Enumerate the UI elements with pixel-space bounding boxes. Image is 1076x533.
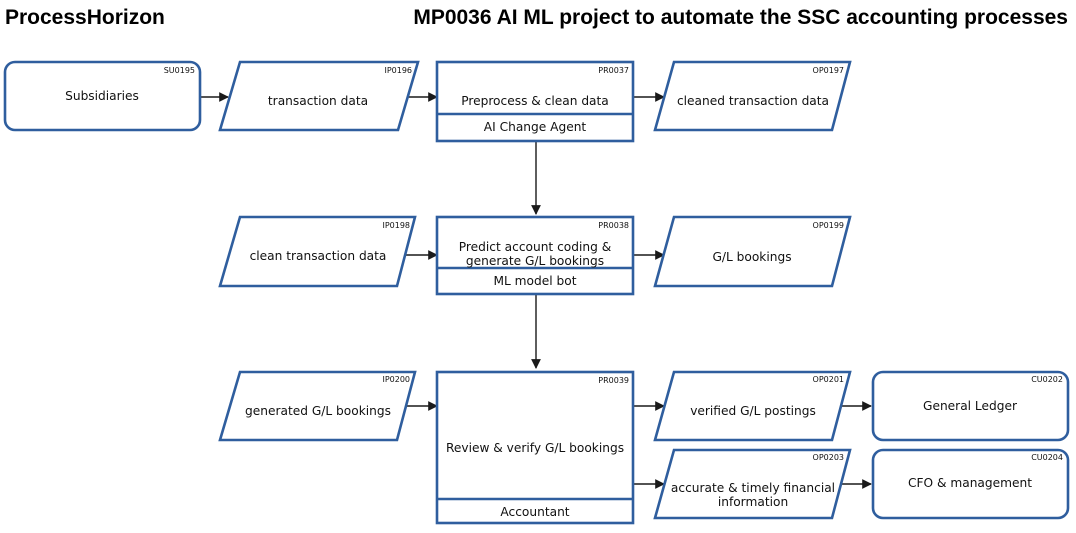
node-label: transaction data [268,94,368,108]
page-title: MP0036 AI ML project to automate the SSC… [413,6,1068,29]
node-code: OP0197 [813,66,844,75]
node-role: ML model bot [494,274,577,288]
node-code: CU0204 [1031,453,1063,462]
output-node-op0197[interactable]: OP0197 cleaned transaction data [653,60,852,132]
node-label-line1: Predict account coding & [459,240,612,254]
node-label: Subsidiaries [65,89,139,103]
node-role: Accountant [500,505,569,519]
brand-name: ProcessHorizon [5,6,165,29]
node-code: IP0200 [382,375,410,384]
node-label: cleaned transaction data [677,94,829,108]
node-code: PR0038 [598,221,629,230]
node-label: clean transaction data [250,249,387,263]
supplier-node-su0195[interactable]: SU0195 Subsidiaries [3,60,202,132]
customer-node-cu0202[interactable]: CU0202 General Ledger [871,370,1070,442]
input-node-ip0198[interactable]: IP0198 clean transaction data [218,215,417,288]
node-label-line2: generate G/L bookings [466,254,604,268]
node-code: PR0037 [598,66,629,75]
node-code: CU0202 [1031,375,1063,384]
process-node-pr0038[interactable]: PR0038 Predict account coding & generate… [435,215,635,296]
node-label: Review & verify G/L bookings [446,441,624,455]
node-code: OP0199 [813,221,844,230]
customer-node-cu0204[interactable]: CU0204 CFO & management [871,448,1070,520]
process-node-pr0039[interactable]: PR0039 Review & verify G/L bookings Acco… [435,370,635,525]
output-node-op0199[interactable]: OP0199 G/L bookings [653,215,852,288]
input-node-ip0196[interactable]: IP0196 transaction data [218,60,420,132]
node-label: General Ledger [923,399,1018,413]
node-code: OP0201 [813,375,844,384]
node-label-line1: accurate & timely financial [671,481,835,495]
node-label: generated G/L bookings [245,404,391,418]
node-role: AI Change Agent [484,120,587,134]
connectors [200,92,872,489]
node-label: CFO & management [908,476,1032,490]
node-code: SU0195 [164,66,195,75]
node-label: Preprocess & clean data [461,94,609,108]
node-label: verified G/L postings [690,404,816,418]
output-node-op0203[interactable]: OP0203 accurate & timely financial infor… [653,448,852,520]
node-code: IP0198 [382,221,410,230]
node-code: IP0196 [384,66,412,75]
node-label: G/L bookings [712,250,791,264]
node-code: OP0203 [813,453,844,462]
process-node-pr0037[interactable]: PR0037 Preprocess & clean data AI Change… [435,60,635,143]
node-code: PR0039 [598,376,629,385]
output-node-op0201[interactable]: OP0201 verified G/L postings [653,370,852,442]
node-label-line2: information [718,495,788,509]
input-node-ip0200[interactable]: IP0200 generated G/L bookings [218,370,417,442]
